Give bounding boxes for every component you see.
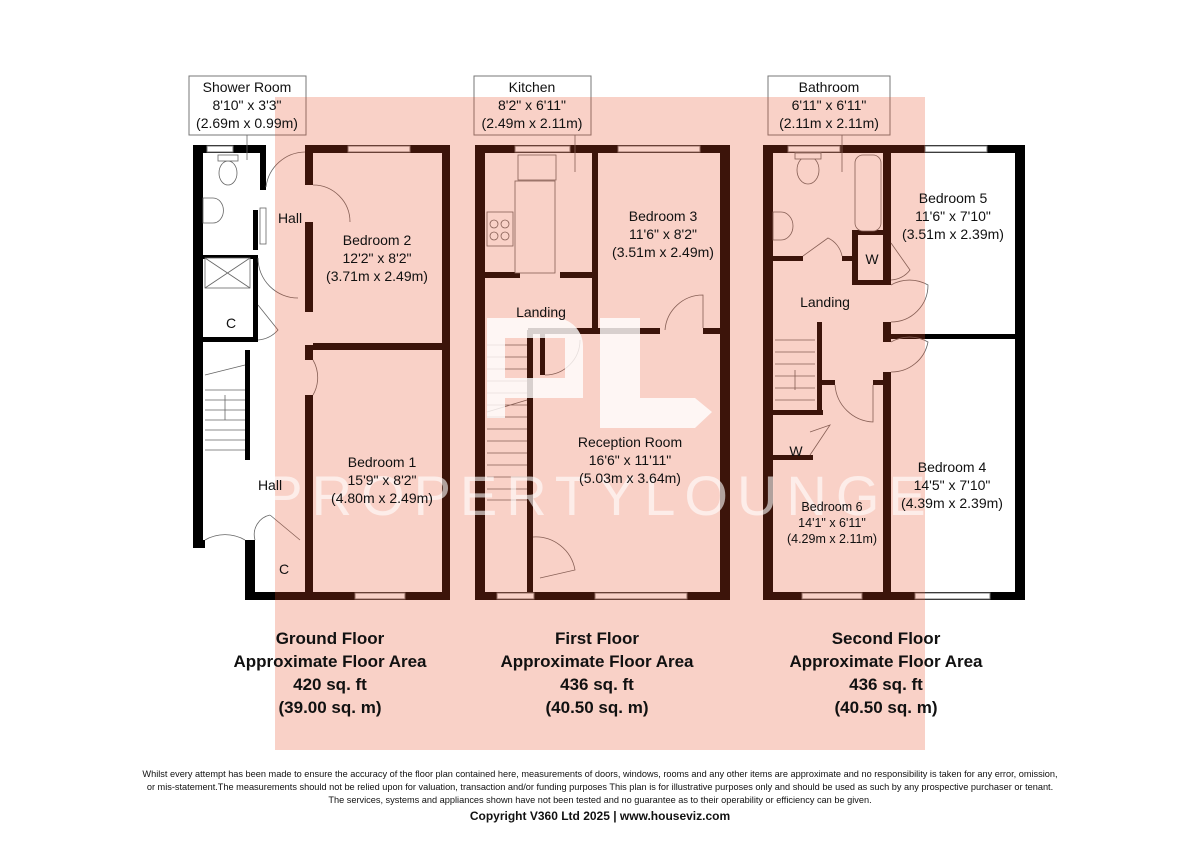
room-name: Hall: [278, 210, 302, 226]
floor-area-sqm: (39.00 sq. m): [279, 698, 382, 717]
room-name: Landing: [516, 304, 566, 320]
room-size-metric: (2.11m x 2.11m): [779, 115, 879, 131]
copyright: Copyright V360 Ltd 2025 | www.houseviz.c…: [469, 809, 731, 823]
floor-name: Second Floor: [832, 629, 941, 648]
room-size-metric: (3.51m x 2.49m): [612, 244, 714, 260]
room-size-metric: (2.49m x 2.11m): [482, 115, 583, 131]
room-labels: Shower Room 8'10" x 3'3" (2.69m x 0.99m)…: [196, 79, 1004, 577]
footer: Whilst every attempt has been made to en…: [0, 768, 1200, 823]
floor-area-labels: Ground Floor Approximate Floor Area 420 …: [233, 629, 983, 717]
room-size-metric: (3.51m x 2.39m): [902, 226, 1004, 242]
room-size-metric: (3.71m x 2.49m): [326, 268, 428, 284]
room-name: Bedroom 2: [343, 232, 412, 248]
room-size-metric: (5.03m x 3.64m): [579, 470, 681, 486]
second-floor-plan: [763, 75, 1025, 600]
room-size-imperial: 6'11" x 6'11": [792, 97, 867, 113]
room-name: Bedroom 1: [348, 454, 417, 470]
room-name: Bedroom 6: [801, 500, 862, 514]
room-size-metric: (4.80m x 2.49m): [331, 490, 433, 506]
floor-name: Ground Floor: [276, 629, 385, 648]
first-floor-plan: [473, 75, 730, 600]
room-name: Hall: [258, 477, 282, 493]
floor-area-sqft: 436 sq. ft: [560, 675, 634, 694]
room-size-metric: (2.69m x 0.99m): [196, 115, 298, 131]
room-size-imperial: 11'6" x 8'2": [629, 226, 697, 242]
room-size-metric: (4.39m x 2.39m): [901, 495, 1003, 511]
room-size-imperial: 12'2" x 8'2": [343, 250, 412, 266]
room-name: W: [865, 251, 879, 267]
floor-area-label: Approximate Floor Area: [789, 652, 983, 671]
disclaimer-line: Whilst every attempt has been made to en…: [142, 769, 1058, 779]
room-size-imperial: 11'6" x 7'10": [915, 208, 991, 224]
room-name: Reception Room: [578, 434, 682, 450]
watermark: PROPERTYLOUNGE: [265, 97, 935, 750]
room-size-metric: (4.29m x 2.11m): [787, 532, 877, 546]
floor-area-sqm: (40.50 sq. m): [546, 698, 649, 717]
floor-area-label: Approximate Floor Area: [500, 652, 694, 671]
room-name: Bedroom 3: [629, 208, 698, 224]
room-name: Landing: [800, 294, 850, 310]
floor-area-sqft: 420 sq. ft: [293, 675, 367, 694]
floor-area-sqm: (40.50 sq. m): [835, 698, 938, 717]
room-name: Kitchen: [509, 79, 556, 95]
floor-area-sqft: 436 sq. ft: [849, 675, 923, 694]
room-name: C: [226, 315, 236, 331]
watermark-text: PROPERTYLOUNGE: [265, 464, 935, 527]
room-name: Bedroom 5: [919, 190, 988, 206]
room-size-imperial: 15'9" x 8'2": [348, 472, 417, 488]
room-name: Bedroom 4: [918, 459, 987, 475]
room-size-imperial: 8'10" x 3'3": [213, 97, 282, 113]
watermark-monogram: [487, 318, 712, 428]
room-name: C: [279, 561, 289, 577]
room-size-imperial: 8'2" x 6'11": [498, 97, 566, 113]
disclaimer-line: The services, systems and appliances sho…: [328, 795, 872, 805]
room-name: Bathroom: [799, 79, 860, 95]
room-size-imperial: 14'5" x 7'10": [914, 477, 991, 493]
ground-floor-plan: [188, 75, 450, 600]
room-name: Shower Room: [203, 79, 292, 95]
floor-area-label: Approximate Floor Area: [233, 652, 427, 671]
room-size-imperial: 14'1" x 6'11": [798, 516, 866, 530]
disclaimer-line: or mis-statement.The measurements should…: [146, 782, 1054, 792]
room-size-imperial: 16'6" x 11'11": [589, 452, 672, 468]
room-name: W: [789, 443, 803, 459]
floor-name: First Floor: [555, 629, 639, 648]
